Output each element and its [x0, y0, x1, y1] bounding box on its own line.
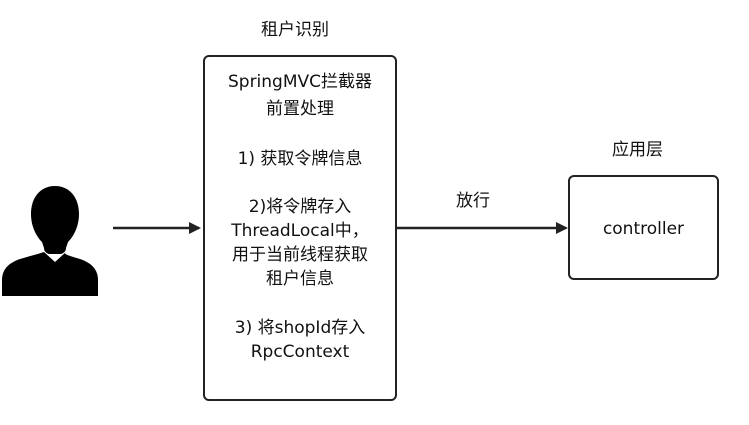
interceptor-line: SpringMVC拦截器 [227, 72, 373, 92]
controller-group-label: 应用层 [612, 140, 663, 160]
controller-box: controller [568, 175, 719, 280]
user-silhouette-icon [2, 186, 98, 296]
interceptor-box: SpringMVC拦截器 前置处理 1) 获取令牌信息 2)将令牌存入 Thre… [203, 55, 397, 401]
controller-label: controller [602, 219, 685, 239]
interceptor-line: ThreadLocal中， [231, 221, 369, 241]
interceptor-line: 3) 将shopId存入 [234, 318, 366, 338]
interceptor-line: 租户信息 [266, 269, 334, 289]
interceptor-group-label: 租户识别 [261, 20, 329, 40]
interceptor-line: 2)将令牌存入 [248, 197, 352, 217]
interceptor-line: 用于当前线程获取 [232, 245, 368, 265]
edge-label-release: 放行 [456, 191, 490, 211]
interceptor-line: 1) 获取令牌信息 [237, 149, 363, 169]
interceptor-line: 前置处理 [266, 99, 334, 119]
interceptor-line: RpcContext [250, 342, 350, 362]
